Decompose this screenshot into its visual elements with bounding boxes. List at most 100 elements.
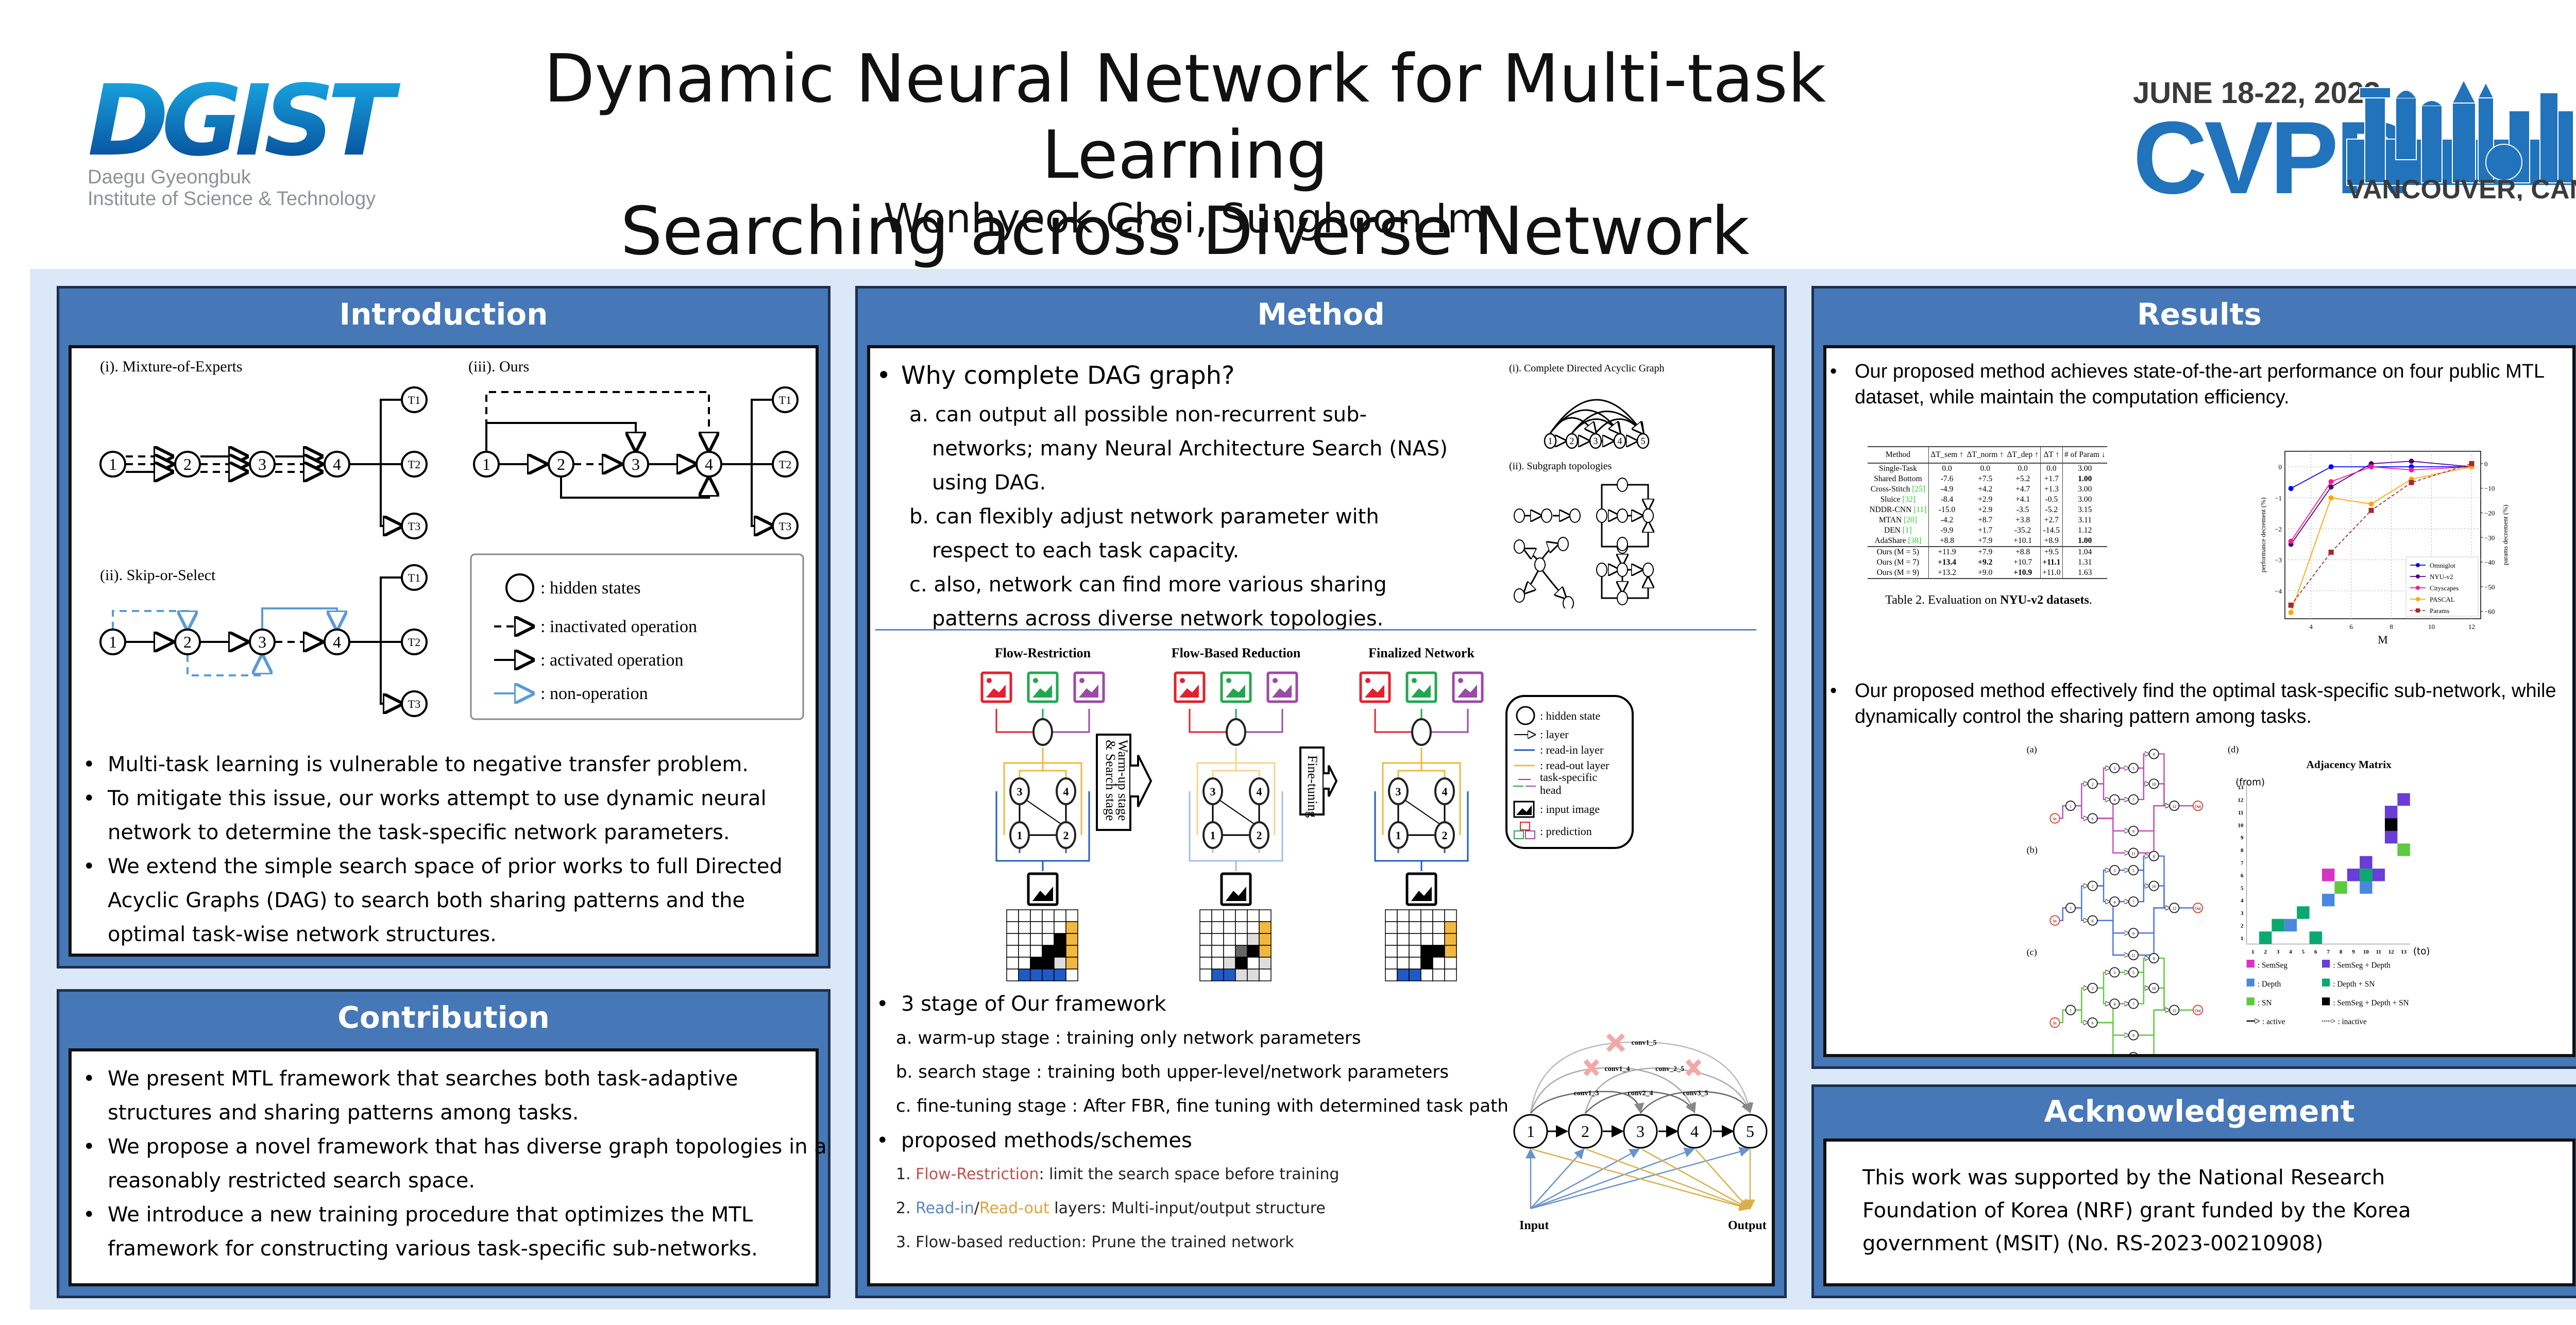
matrix-cell bbox=[1054, 945, 1066, 958]
svg-text:conv2_4: conv2_4 bbox=[1628, 1090, 1653, 1097]
legend-swatch bbox=[2322, 960, 2330, 968]
legend-label: : Depth + SN bbox=[2333, 980, 2375, 989]
matrix-cell bbox=[1018, 969, 1031, 981]
results-bullet-2: Our proposed method effectively find the… bbox=[1819, 678, 2576, 729]
matrix-cell bbox=[2272, 919, 2284, 932]
complete-dag bbox=[1549, 399, 1643, 441]
table-cell: NDDR-CNN [11] bbox=[1868, 505, 1929, 515]
topology-node bbox=[2109, 762, 2120, 773]
table-cell: 1.31 bbox=[2078, 558, 2092, 567]
task-node: T2 bbox=[401, 451, 428, 478]
y-tick-label: 6 bbox=[2241, 873, 2244, 879]
matrix-cell bbox=[1006, 969, 1019, 981]
stage-item: a. warm-up stage : training only network… bbox=[896, 1028, 1361, 1048]
task-node: T3 bbox=[401, 513, 428, 539]
stage-item: c. fine-tuning stage : After FBR, fine t… bbox=[896, 1096, 1509, 1116]
x-tick-label: 11 bbox=[2376, 949, 2381, 955]
why-dag-items: a. can output all possible non-recurrent… bbox=[901, 398, 1458, 636]
topology-node bbox=[2148, 982, 2159, 993]
matrix-cell bbox=[2284, 919, 2297, 932]
svg-text:1: 1 bbox=[2070, 1008, 2072, 1013]
svg-text:1: 1 bbox=[2070, 906, 2072, 911]
fine-tuning-arrow: Fine-tuning bbox=[1299, 746, 1338, 818]
matrix-cell bbox=[1042, 933, 1055, 946]
method-section: Method Why complete DAG graph? a. can ou… bbox=[855, 286, 1787, 1298]
scheme-item: 3. Flow-based reduction: Prune the train… bbox=[896, 1233, 1294, 1251]
cvpr-dates: JUNE 18-22, 2023 bbox=[2133, 76, 2380, 110]
svg-text:5: 5 bbox=[1641, 436, 1646, 446]
matrix-cell bbox=[1042, 921, 1055, 934]
svg-text:11: 11 bbox=[2131, 954, 2136, 958]
matrix-cell bbox=[1259, 921, 1272, 934]
acknowledgement-text: This work was supported by the National … bbox=[1862, 1166, 2411, 1255]
y2-tick-label: −10 bbox=[2484, 485, 2495, 492]
svg-text:6: 6 bbox=[2092, 1021, 2094, 1026]
svg-text:9: 9 bbox=[2132, 931, 2134, 936]
svg-text:8: 8 bbox=[2153, 752, 2155, 757]
x-tick-label: 12 bbox=[2468, 623, 2475, 631]
node: 3 bbox=[249, 451, 276, 478]
table-cell: +10.7 bbox=[2005, 557, 2041, 568]
svg-text:: read-in layer: : read-in layer bbox=[1540, 743, 1604, 756]
adjacency-topology-figure: (a) (b) (c) (d) 123456789101112InOut1234… bbox=[2027, 744, 2430, 1054]
y-tick-label: 7 bbox=[2241, 860, 2244, 866]
x-tick-label: 8 bbox=[2340, 949, 2343, 955]
matrix-cell bbox=[1247, 957, 1260, 970]
method-body: Why complete DAG graph? a. can output al… bbox=[867, 345, 1775, 1286]
node: 1 bbox=[99, 451, 126, 478]
node: 3 bbox=[1589, 433, 1602, 449]
matrix-cell bbox=[1211, 909, 1224, 922]
matrix-cell bbox=[1235, 909, 1248, 922]
matrix-cell bbox=[2385, 818, 2398, 831]
matrix-cell bbox=[1385, 921, 1398, 934]
topology-node bbox=[2192, 1005, 2204, 1015]
svg-text:4: 4 bbox=[1063, 785, 1069, 798]
table-cell: +11.1 bbox=[2040, 557, 2063, 568]
matrix-cell bbox=[1199, 921, 1212, 934]
acknowledgement-section: Acknowledgement This work was supported … bbox=[1811, 1084, 2576, 1298]
matrix-cell bbox=[1247, 969, 1260, 981]
why-item: a. can output all possible non-recurrent… bbox=[909, 403, 1448, 495]
data-point bbox=[2409, 480, 2414, 485]
topology-node bbox=[2192, 801, 2204, 811]
panel-labels: (a) (b) (c) (d) bbox=[2027, 744, 2239, 957]
matrix-cell bbox=[1444, 933, 1457, 946]
topology-node bbox=[2049, 813, 2060, 824]
matrix-cell bbox=[1030, 909, 1043, 922]
topology-node bbox=[2087, 880, 2098, 891]
legend-label: : SemSeg bbox=[2258, 961, 2287, 970]
bullet: Multi-task learning is vulnerable to neg… bbox=[83, 748, 829, 782]
table-cell: +10.1 bbox=[2005, 536, 2041, 547]
legend-swatch bbox=[2322, 978, 2330, 987]
svg-text:Fine-tuning: Fine-tuning bbox=[1305, 755, 1320, 818]
pruned-edge-icons bbox=[1583, 1033, 1702, 1076]
results-body: Our proposed method achieves state-of-th… bbox=[1823, 345, 2575, 1057]
matrix-cell bbox=[1444, 921, 1457, 934]
matrix-cell bbox=[1006, 933, 1019, 946]
bullet: Our proposed method effectively find the… bbox=[1830, 678, 2576, 729]
x-tick-label: 8 bbox=[2389, 623, 2393, 631]
matrix-cell bbox=[1223, 933, 1236, 946]
schemes-title: proposed methods/schemes bbox=[876, 1124, 1519, 1158]
contribution-bullets: We present MTL framework that searches b… bbox=[72, 1062, 829, 1266]
y2-tick-label: −50 bbox=[2484, 583, 2495, 591]
svg-text:1: 1 bbox=[1548, 436, 1553, 446]
topology-node bbox=[2169, 801, 2180, 811]
graph-node bbox=[1009, 777, 1030, 805]
legend-label: Params bbox=[2430, 607, 2449, 615]
vancouver-skyline-icon bbox=[2346, 78, 2574, 186]
authors: Wonhyeok Choi, Sunghoon Im bbox=[884, 196, 1486, 242]
matrix-cell bbox=[1199, 933, 1212, 946]
matrix-cell bbox=[1235, 933, 1248, 946]
matrix-cell bbox=[2334, 881, 2347, 894]
subgraph-topologies bbox=[1524, 484, 1648, 598]
dag-figure: (i). Complete Directed Acyclic Graph 1 2… bbox=[1509, 363, 1665, 608]
topology-node bbox=[2087, 813, 2098, 824]
svg-text:3: 3 bbox=[2113, 971, 2115, 975]
svg-text:2: 2 bbox=[1442, 829, 1448, 842]
bullet: Our proposed method achieves state-of-th… bbox=[1830, 359, 2576, 410]
task-node: T3 bbox=[401, 690, 428, 717]
